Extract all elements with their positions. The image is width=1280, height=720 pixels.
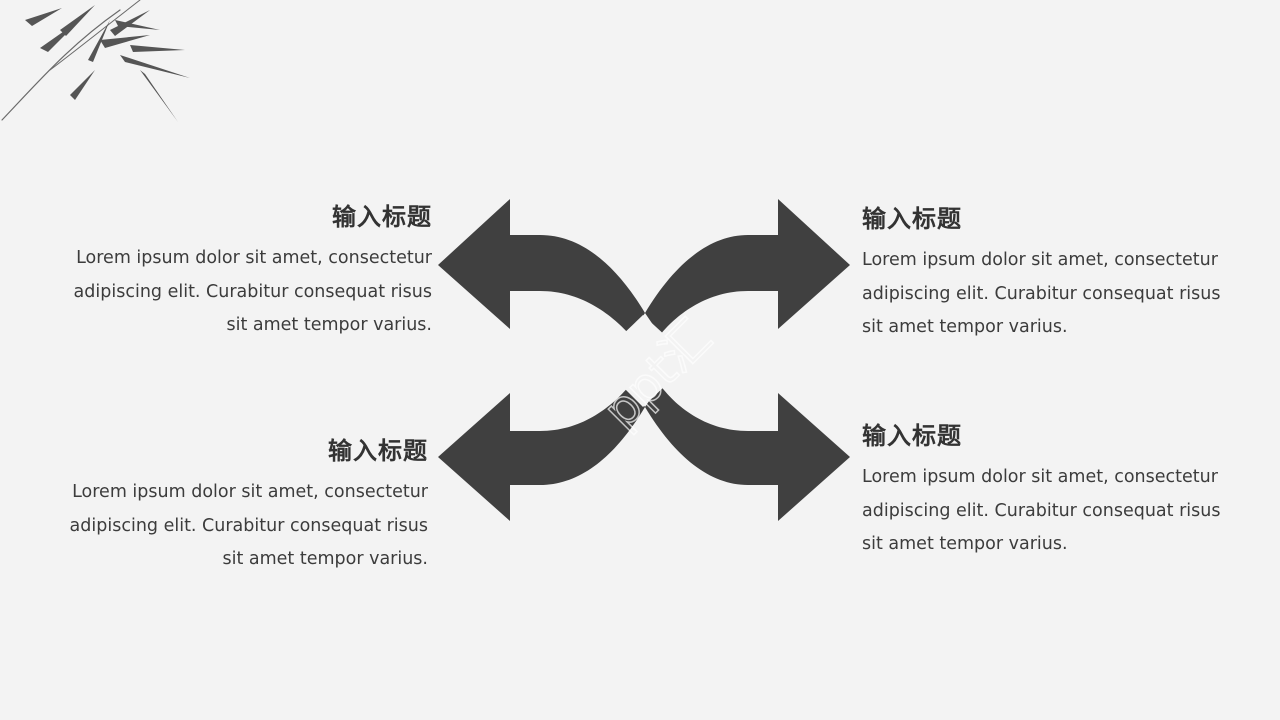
text-block-bottom-right: 输入标题 Lorem ipsum dolor sit amet, consect… bbox=[862, 419, 1242, 562]
crossing-arrows-diagram bbox=[438, 199, 850, 521]
text-block-top-left: 输入标题 Lorem ipsum dolor sit amet, consect… bbox=[52, 200, 432, 343]
block-title: 输入标题 bbox=[862, 422, 962, 450]
center-diamond bbox=[596, 315, 692, 407]
block-text-line: sit amet tempor varius. bbox=[226, 315, 432, 335]
block-text-line: Lorem ipsum dolor sit amet, consectetur bbox=[862, 250, 1218, 270]
block-text-line: adipiscing elit. Curabitur consequat ris… bbox=[862, 500, 1221, 521]
block-text-line: Lorem ipsum dolor sit amet, consectetur bbox=[862, 467, 1218, 487]
text-block-bottom-left: 输入标题 Lorem ipsum dolor sit amet, consect… bbox=[48, 434, 428, 577]
block-text-line: adipiscing elit. Curabitur consequat ris… bbox=[69, 515, 428, 536]
block-text-line: adipiscing elit. Curabitur consequat ris… bbox=[862, 283, 1221, 304]
arrow-bottom-left bbox=[438, 385, 645, 521]
bamboo-leaves-icon bbox=[1, 0, 190, 122]
block-text-line: Lorem ipsum dolor sit amet, consectetur bbox=[76, 248, 432, 268]
block-title: 输入标题 bbox=[332, 203, 432, 231]
arrow-top-left bbox=[438, 199, 645, 335]
svg-text:ppt汇: ppt汇 bbox=[593, 309, 723, 439]
block-text-line: sit amet tempor varius. bbox=[222, 549, 428, 569]
block-text-line: sit amet tempor varius. bbox=[862, 534, 1068, 554]
block-title: 输入标题 bbox=[328, 437, 428, 465]
block-text-line: adipiscing elit. Curabitur consequat ris… bbox=[73, 281, 432, 302]
block-text-line: Lorem ipsum dolor sit amet, consectetur bbox=[72, 482, 428, 502]
block-title: 输入标题 bbox=[862, 205, 962, 233]
arrow-bottom-right bbox=[645, 385, 850, 521]
text-block-top-right: 输入标题 Lorem ipsum dolor sit amet, consect… bbox=[862, 202, 1242, 345]
arrow-top-right bbox=[645, 199, 850, 335]
watermark: ppt汇 bbox=[592, 309, 723, 440]
block-text-line: sit amet tempor varius. bbox=[862, 317, 1068, 337]
